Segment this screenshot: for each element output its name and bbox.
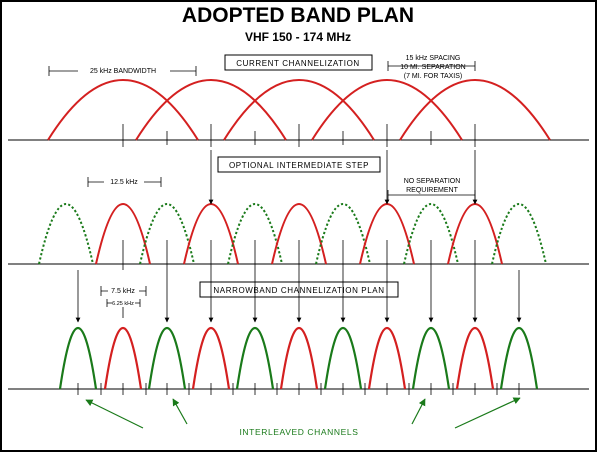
narrowband-interleaved-channel-curve [411, 326, 451, 390]
narrowband-interleaved-channel-curve [58, 326, 98, 390]
intermediate-interleaved-channel-curve [403, 203, 459, 265]
current-channel-curve [135, 79, 287, 141]
current-channelization-section: CURRENT CHANNELIZATION 25 kHz BANDWIDTH … [8, 54, 589, 147]
narrowband-channel-curve [367, 326, 407, 390]
intermediate-channel-curves [38, 203, 547, 265]
intermediate-channel-curve [95, 203, 151, 265]
narrowband-section: NARROWBAND CHANNELIZATION PLAN 7.5 kHz 6… [8, 281, 589, 395]
current-channel-curve [311, 79, 463, 141]
current-channel-curve [223, 79, 375, 141]
current-channel-curve [399, 79, 551, 141]
intermediate-section: OPTIONAL INTERMEDIATE STEP 12.5 kHz NO S… [8, 156, 589, 270]
intermediate-interleaved-channel-curve [491, 203, 547, 265]
intermediate-label-box [217, 156, 381, 173]
spacing-note-line-2: 10 MI. SEPARATION [400, 64, 465, 71]
intermediate-interleaved-channel-curve [315, 203, 371, 265]
bandwidth-7-5-label: 7.5 kHz [111, 288, 135, 295]
spacing-note-line-3: (7 MI. FOR TAXIS) [404, 73, 462, 80]
narrowband-interleaved-channel-curve [235, 326, 275, 390]
interleaved-arrow-left [85, 399, 144, 429]
narrowband-channel-ticks [77, 383, 520, 395]
narrowband-channel-curve [103, 326, 143, 390]
narrowband-channel-curve [455, 326, 495, 390]
separation-note-line-2: REQUIREMENT [406, 187, 458, 194]
intermediate-interleaved-channel-curve [227, 203, 283, 265]
interleaved-section: INTERLEAVED CHANNELS [85, 397, 521, 437]
current-label: CURRENT CHANNELIZATION [236, 59, 360, 68]
page-subtitle: VHF 150 - 174 MHz [245, 30, 351, 44]
narrowband-interleaved-channel-curve [323, 326, 363, 390]
intermediate-channel-curve [271, 203, 327, 265]
narrowband-channel-curves [58, 326, 539, 390]
intermediate-channel-ticks [122, 240, 476, 270]
current-label-box [224, 54, 373, 71]
spacing-note-line-1: 15 kHz SPACING [406, 55, 461, 62]
separation-note-line-1: NO SEPARATION [404, 178, 461, 185]
bandwidth-25-label: 25 kHz BANDWIDTH [90, 68, 156, 75]
current-channel-curves [47, 79, 551, 141]
current-channel-curve [47, 79, 199, 141]
narrowband-interleaved-channel-curve [499, 326, 539, 390]
interleaved-arrow-right [454, 397, 521, 429]
bandwidth-7-5-label-bg [108, 285, 139, 296]
intermediate-interleaved-channel-curve [38, 203, 94, 265]
narrowband-channel-curve [191, 326, 231, 390]
bandwidth-6-25-label: 6.25 kHz [112, 301, 134, 307]
bandwidth-6-25-label-bg [112, 299, 135, 307]
intermediate-interleaved-channel-curve [139, 203, 195, 265]
narrowband-interleaved-channel-curve [147, 326, 187, 390]
page-title: ADOPTED BAND PLAN [182, 4, 414, 27]
channel-connector-arrows [75, 150, 522, 323]
interleaved-label: INTERLEAVED CHANNELS [239, 427, 358, 437]
bandwidth-25-label-bg [78, 65, 170, 76]
current-channel-ticks [122, 124, 476, 147]
intermediate-label: OPTIONAL INTERMEDIATE STEP [229, 161, 369, 170]
interleaved-arrow-right-center [411, 398, 426, 425]
bandwidth-12-5-label-bg [104, 176, 144, 187]
narrowband-channel-curve [279, 326, 319, 390]
interleaved-arrow-center [172, 398, 188, 425]
bandwidth-12-5-label: 12.5 kHz [110, 179, 138, 186]
